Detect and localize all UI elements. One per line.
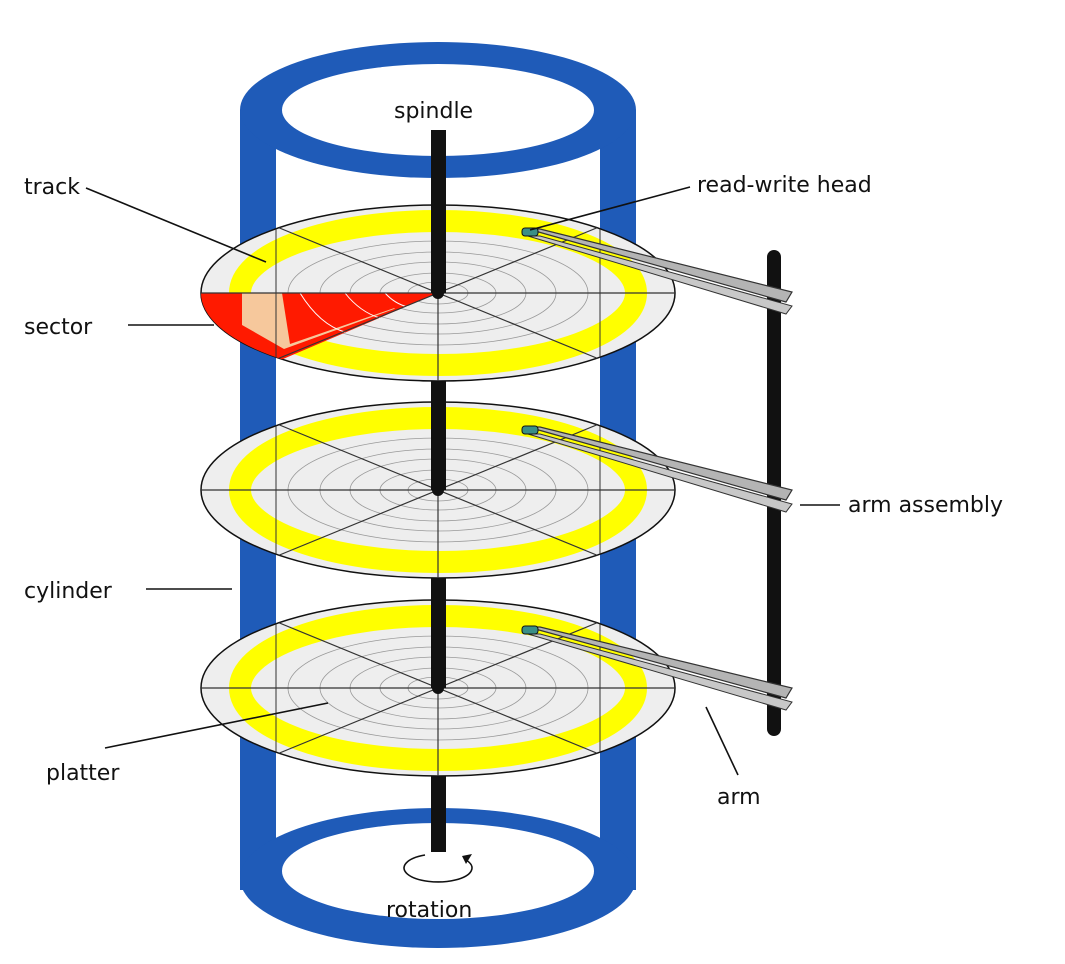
label-spindle: spindle bbox=[394, 99, 473, 124]
label-sector: sector bbox=[24, 315, 93, 340]
label-arm-assembly: arm assembly bbox=[848, 493, 1003, 518]
label-cylinder: cylinder bbox=[24, 579, 113, 604]
read-write-head-icon bbox=[521, 227, 539, 237]
arm-bottom bbox=[521, 625, 793, 711]
track-leader bbox=[85, 187, 267, 263]
label-rotation: rotation bbox=[386, 898, 472, 923]
read-write-head-leader bbox=[529, 186, 691, 231]
label-arm: arm bbox=[717, 785, 761, 810]
rotation-arrow-icon bbox=[403, 854, 473, 883]
label-platter: platter bbox=[46, 761, 120, 786]
label-read-write-head: read-write head bbox=[697, 173, 872, 198]
platter-leader bbox=[104, 702, 329, 749]
arm-middle bbox=[521, 425, 793, 513]
label-track: track bbox=[24, 175, 80, 200]
arm-leader bbox=[705, 706, 739, 776]
